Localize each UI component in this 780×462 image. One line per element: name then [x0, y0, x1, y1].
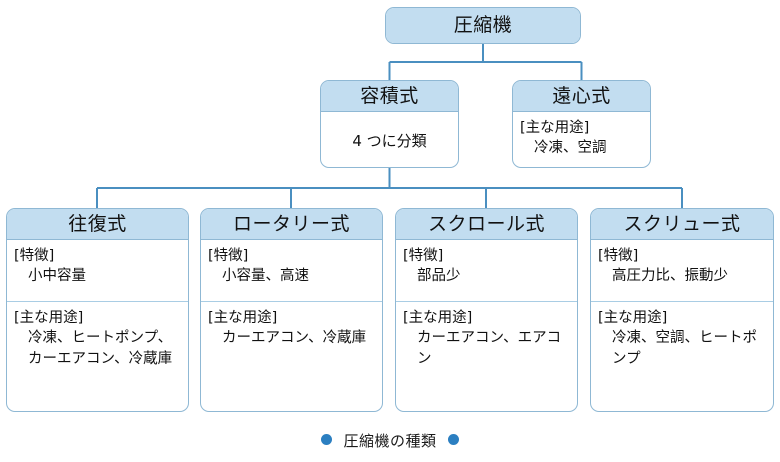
section-main-uses: [主な用途] カーエアコン、冷蔵庫 [201, 301, 382, 356]
section-value: 小中容量 [28, 268, 86, 284]
node-reciprocating: 往復式 [特徴] 小中容量 [主な用途] 冷凍、ヒートポンプ、カーエアコン、冷蔵… [6, 208, 189, 412]
section-label: [主な用途] [208, 310, 278, 326]
node-scroll: スクロール式 [特徴] 部品少 [主な用途] カーエアコン、エアコン [395, 208, 578, 412]
section-features: [特徴] 小容量、高速 [201, 240, 382, 301]
section-value: 部品少 [417, 268, 461, 284]
section-value: カーエアコン、冷蔵庫 [222, 330, 367, 346]
section-label: [主な用途] [14, 310, 84, 326]
caption-text: 圧縮機の種類 [343, 432, 437, 450]
node-body: [主な用途] 冷凍、空調 [513, 112, 650, 166]
node-title: 圧縮機 [386, 8, 580, 43]
figure-caption: 圧縮機の種類 [0, 430, 780, 451]
node-screw: スクリュー式 [特徴] 高圧力比、振動少 [主な用途] 冷凍、空調、ヒートポンプ [590, 208, 774, 412]
section-value: 冷凍、ヒートポンプ、カーエアコン、冷蔵庫 [28, 330, 173, 367]
section-label: [特徴] [208, 248, 249, 264]
section-features: [特徴] 高圧力比、振動少 [591, 240, 773, 301]
section-label: [特徴] [14, 248, 55, 264]
node-positive-displacement: 容積式 4 つに分類 [320, 80, 459, 168]
section-value: 小容量、高速 [222, 268, 309, 284]
bullet-dot-left-icon [321, 434, 333, 445]
node-body: 4 つに分類 [321, 112, 458, 152]
section-value: 冷凍、空調 [534, 140, 607, 156]
section-label: [主な用途] [598, 310, 668, 326]
section-label: [特徴] [598, 248, 639, 264]
node-body: [特徴] 小中容量 [主な用途] 冷凍、ヒートポンプ、カーエアコン、冷蔵庫 [7, 240, 188, 377]
section-label: [主な用途] [520, 120, 590, 136]
section-label: [特徴] [403, 248, 444, 264]
node-rotary: ロータリー式 [特徴] 小容量、高速 [主な用途] カーエアコン、冷蔵庫 [200, 208, 383, 412]
classification-note: 4 つに分類 [352, 132, 427, 150]
section-value: 冷凍、空調、ヒートポンプ [612, 330, 757, 367]
node-compressor-root: 圧縮機 [385, 7, 581, 44]
section-value: 高圧力比、振動少 [612, 268, 728, 284]
node-body: [特徴] 小容量、高速 [主な用途] カーエアコン、冷蔵庫 [201, 240, 382, 356]
node-title: スクロール式 [396, 209, 577, 240]
section-main-uses: [主な用途] 冷凍、空調 [513, 112, 650, 166]
node-title: 往復式 [7, 209, 188, 240]
section-main-uses: [主な用途] 冷凍、空調、ヒートポンプ [591, 301, 773, 377]
section-features: [特徴] 小中容量 [7, 240, 188, 301]
section-main-uses: [主な用途] 冷凍、ヒートポンプ、カーエアコン、冷蔵庫 [7, 301, 188, 377]
section-value: カーエアコン、エアコン [417, 330, 562, 367]
section-label: [主な用途] [403, 310, 473, 326]
node-title: ロータリー式 [201, 209, 382, 240]
node-title: 遠心式 [513, 81, 650, 112]
node-title: スクリュー式 [591, 209, 773, 240]
section-features: [特徴] 部品少 [396, 240, 577, 301]
node-centrifugal: 遠心式 [主な用途] 冷凍、空調 [512, 80, 651, 168]
node-title: 容積式 [321, 81, 458, 112]
node-body: [特徴] 部品少 [主な用途] カーエアコン、エアコン [396, 240, 577, 377]
node-body: [特徴] 高圧力比、振動少 [主な用途] 冷凍、空調、ヒートポンプ [591, 240, 773, 377]
bullet-dot-right-icon [447, 434, 459, 445]
section-main-uses: [主な用途] カーエアコン、エアコン [396, 301, 577, 377]
